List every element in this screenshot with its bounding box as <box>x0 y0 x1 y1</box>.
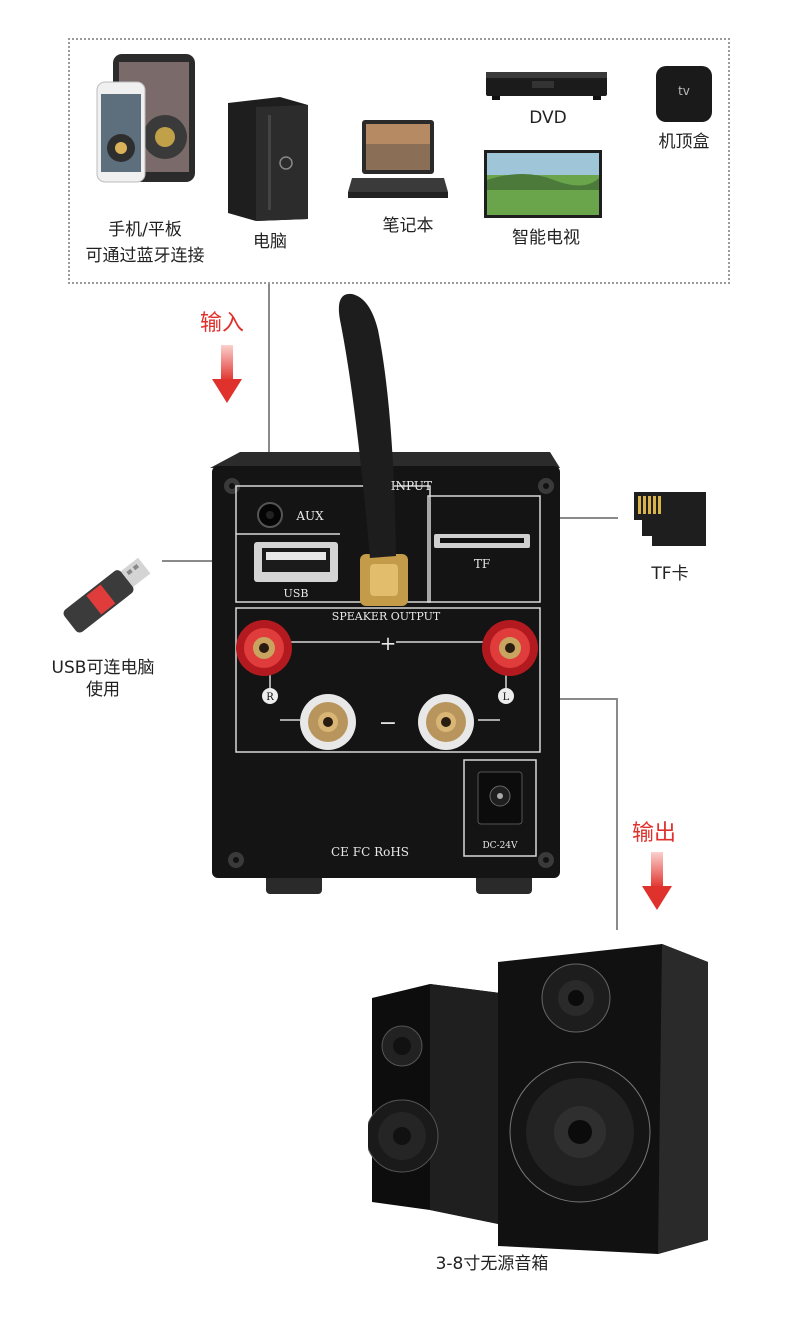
output-wire-v <box>616 698 618 930</box>
phone-tablet-image <box>95 52 200 187</box>
speaker-label: 3-8寸无源音箱 <box>435 1254 549 1274</box>
passive-speakers-image <box>368 940 713 1258</box>
panel-certs-text: CE FC RoHS <box>331 845 409 859</box>
usb-label-line1: USB可连电脑 <box>51 658 155 678</box>
output-arrow-icon <box>642 852 672 912</box>
panel-left-text: L <box>503 692 510 703</box>
usb-stick-image <box>50 540 160 650</box>
laptop-image <box>348 120 448 205</box>
tv-label: 智能电视 <box>512 228 580 248</box>
dvd-player-image <box>484 68 609 102</box>
usb-wire <box>162 560 248 562</box>
panel-minus-text: − <box>379 711 397 736</box>
panel-plus-text: + <box>380 631 397 655</box>
tf-label: TF卡 <box>651 564 689 584</box>
settop-label: 机顶盒 <box>658 132 710 152</box>
panel-right-text: R <box>266 692 274 703</box>
desktop-pc-image <box>228 95 308 223</box>
phone-label-line1: 手机/平板 <box>108 220 182 240</box>
input-arrow-icon <box>212 345 242 405</box>
panel-usb-text: USB <box>284 587 309 600</box>
smart-tv-image <box>484 150 602 218</box>
appletv-logo: tv <box>678 84 690 98</box>
panel-input-text: INPUT <box>391 479 432 493</box>
output-label: 输出 <box>632 821 677 846</box>
pc-label: 电脑 <box>253 232 287 252</box>
panel-speaker-output-text: SPEAKER OUTPUT <box>332 610 441 623</box>
tf-wire <box>536 517 618 519</box>
panel-tf-text: TF <box>474 557 490 571</box>
amplifier-unit: AUX INPUT USB TF SPEAKER OUTPUT + − R L … <box>210 290 570 900</box>
source-devices-box <box>68 38 730 284</box>
panel-aux-text: AUX <box>295 509 324 523</box>
aux-wire <box>268 284 270 498</box>
usb-label-line2: 使用 <box>86 680 120 700</box>
laptop-label: 笔记本 <box>382 216 434 236</box>
tf-card-image <box>632 490 708 548</box>
output-wire-h <box>520 698 618 700</box>
input-label: 输入 <box>200 311 245 336</box>
settop-box-image <box>656 66 712 122</box>
dvd-label: DVD <box>529 108 567 128</box>
panel-dc-text: DC-24V <box>482 841 518 851</box>
phone-label-line2: 可通过蓝牙连接 <box>85 246 205 266</box>
